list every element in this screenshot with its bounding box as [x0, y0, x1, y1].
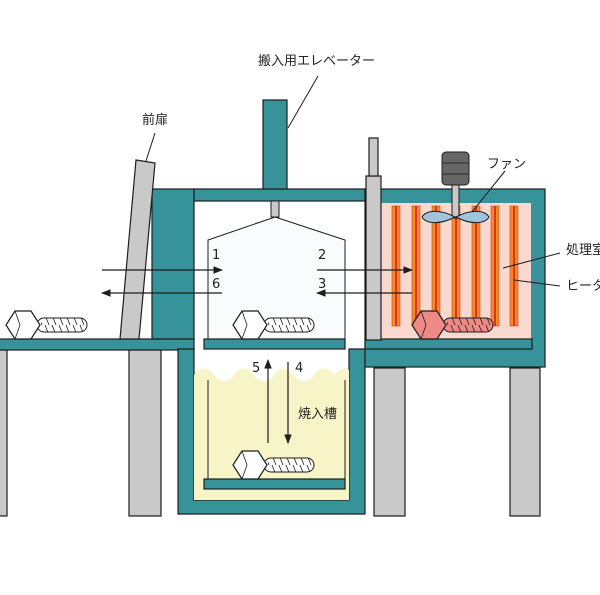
- elevator-rod: [270, 200, 280, 218]
- chamber-door-post: [368, 137, 379, 177]
- quench-tank-label: 焼入槽: [298, 407, 337, 422]
- step-number-6: 6: [212, 277, 220, 292]
- heater-label: ヒータ: [566, 279, 600, 294]
- chamber-door: [365, 175, 382, 341]
- step-number-5: 5: [252, 361, 260, 376]
- treatment-chamber-leader: [502, 252, 561, 269]
- step-number-1: 1: [212, 248, 220, 263]
- step-number-3: 3: [318, 277, 326, 292]
- elevator-platform-upper: [203, 338, 346, 350]
- bolt-heated: [411, 310, 494, 340]
- front-door-leader: [145, 132, 156, 162]
- step-number-4: 4: [295, 361, 303, 376]
- elevator-label: 搬入用エレベーター: [258, 54, 375, 69]
- elevator-shaft: [262, 99, 288, 190]
- treatment-chamber-label: 処理室: [566, 242, 600, 258]
- front-vestibule-wall: [151, 188, 195, 340]
- chamber-hearth: [364, 338, 533, 350]
- fan-icon: [421, 151, 490, 224]
- quench-platform: [203, 478, 346, 490]
- heater-rods: [391, 205, 519, 327]
- fan-leader: [471, 170, 506, 213]
- center-top-beam: [193, 188, 366, 202]
- front-door: [119, 159, 156, 340]
- step-number-2: 2: [318, 248, 326, 263]
- bolt-elevator-top: [232, 310, 315, 340]
- fan-label: ファン: [487, 157, 526, 172]
- elevator-leader: [287, 75, 319, 129]
- heater-leader: [513, 279, 561, 287]
- front-door-label: 前扉: [142, 112, 168, 128]
- bolt-loading: [5, 310, 88, 340]
- bolt-quench: [232, 450, 315, 480]
- loading-conveyor: [0, 338, 195, 351]
